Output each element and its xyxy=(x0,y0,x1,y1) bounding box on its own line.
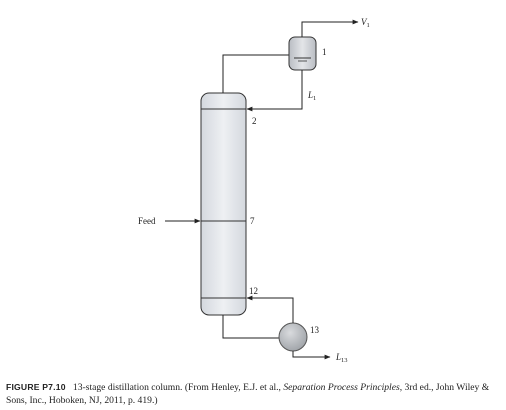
stage-label-reboiler: 13 xyxy=(310,325,320,335)
figure-number: FIGURE P7.10 xyxy=(6,382,66,392)
distillation-column xyxy=(200,92,247,316)
source-book: Separation Process Principles xyxy=(283,382,400,393)
stage-label-bottom-tray: 12 xyxy=(249,286,258,296)
stage-label-top-tray: 2 xyxy=(252,116,257,126)
figure-caption: FIGURE P7.10 13-stage distillation colum… xyxy=(6,381,502,407)
bottoms-product-line xyxy=(292,351,331,360)
reflux-line xyxy=(246,70,303,112)
vapor-product-line xyxy=(301,19,359,37)
stage-label-condenser: 1 xyxy=(322,47,327,57)
bottoms-product-label: L13 xyxy=(335,352,348,364)
condenser-drum xyxy=(288,36,317,71)
reflux-label: L1 xyxy=(307,90,316,102)
stage-label-feed-tray: 7 xyxy=(250,216,255,226)
figure-title: 13-stage distillation column. xyxy=(72,382,183,393)
distillation-diagram: Feed 1 2 7 12 13 V1 L1 L13 xyxy=(138,17,370,364)
source-suffix: , 3rd ed., John Wiley & Sons, Inc., Hobo… xyxy=(6,382,490,406)
reboiler xyxy=(278,322,308,352)
bottoms-line xyxy=(222,315,280,339)
source-prefix: (From Henley, E.J. et al., xyxy=(184,382,284,393)
reboiler-vapor-return-line xyxy=(246,295,294,323)
overhead-vapor-line xyxy=(222,54,289,93)
vapor-product-label: V1 xyxy=(361,17,370,29)
feed-label: Feed xyxy=(138,216,156,226)
